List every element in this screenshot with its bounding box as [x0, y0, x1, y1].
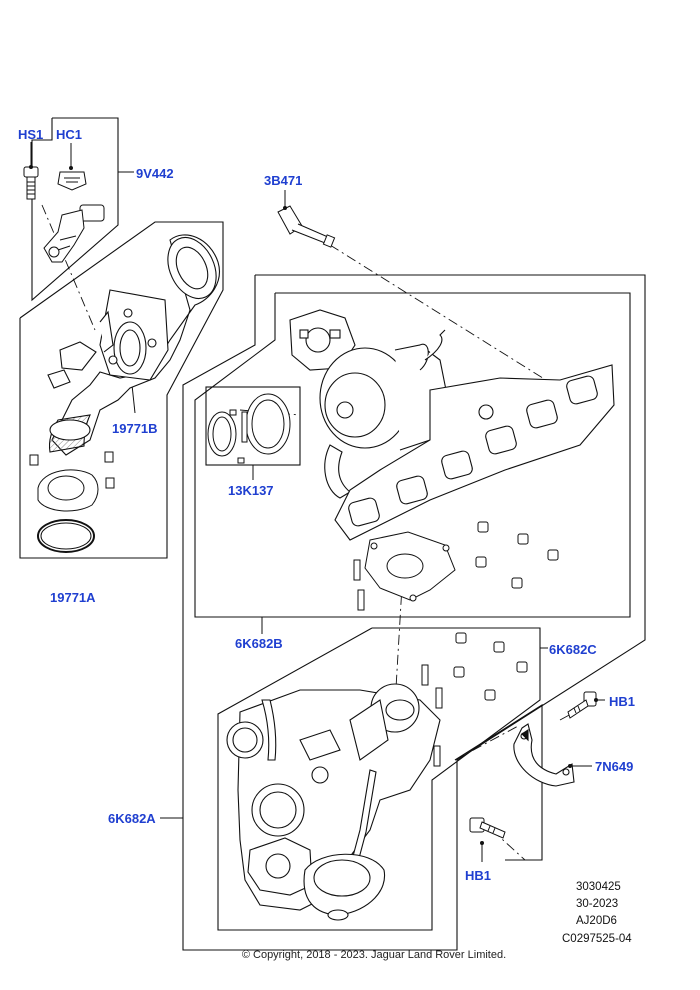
frame-6k682b	[194, 292, 631, 618]
frame-19771	[19, 221, 224, 559]
ref-number: 3030425	[576, 881, 621, 893]
date-code: 30-2023	[576, 898, 619, 910]
sensor-9v442	[43, 204, 105, 263]
bolt-hs1	[23, 166, 39, 200]
nuts-6k682c	[421, 632, 528, 767]
callout-hb1-right[interactable]: HB1	[609, 694, 636, 709]
illustration-code: C0297525-04	[562, 933, 632, 945]
frame-6k682a	[182, 274, 646, 951]
callout-hc1[interactable]: HC1	[56, 127, 83, 142]
clamp-13k137	[207, 393, 291, 464]
gasket-6k682b	[364, 531, 456, 602]
model-code: AJ20D6	[576, 915, 617, 927]
callout-hb1-bottom[interactable]: HB1	[465, 868, 492, 883]
clip-hc1	[57, 171, 87, 191]
sleeve-3b471	[277, 205, 336, 248]
callout-3b471[interactable]: 3B471	[264, 173, 303, 188]
callout-19771a[interactable]: 19771A	[50, 590, 96, 605]
frame-9v442	[31, 117, 119, 302]
callout-hs1[interactable]: HS1	[18, 127, 44, 142]
callout-6k682a[interactable]: 6K682A	[108, 811, 156, 826]
callout-6k682b[interactable]: 6K682B	[235, 636, 283, 651]
bolt-hb1-right	[567, 691, 597, 719]
callout-6k682c[interactable]: 6K682C	[549, 642, 597, 657]
callout-7n649[interactable]: 7N649	[595, 759, 634, 774]
gasket-19771a	[29, 451, 115, 553]
nuts-6k682b	[353, 521, 559, 611]
callout-13k137[interactable]: 13K137	[228, 483, 274, 498]
turbo-assembly-6k682a	[226, 683, 441, 921]
callout-19771b[interactable]: 19771B	[112, 421, 158, 436]
inlet-elbow-19771b	[47, 234, 220, 456]
bolt-hb1-bottom	[469, 817, 506, 839]
callout-9v442[interactable]: 9V442	[136, 166, 174, 181]
frame-6k682c	[217, 627, 541, 931]
bracket-7n649	[513, 723, 575, 787]
copyright-notice: © Copyright, 2018 - 2023. Jaguar Land Ro…	[241, 949, 507, 961]
turbo-assembly-6k682b	[289, 309, 615, 541]
